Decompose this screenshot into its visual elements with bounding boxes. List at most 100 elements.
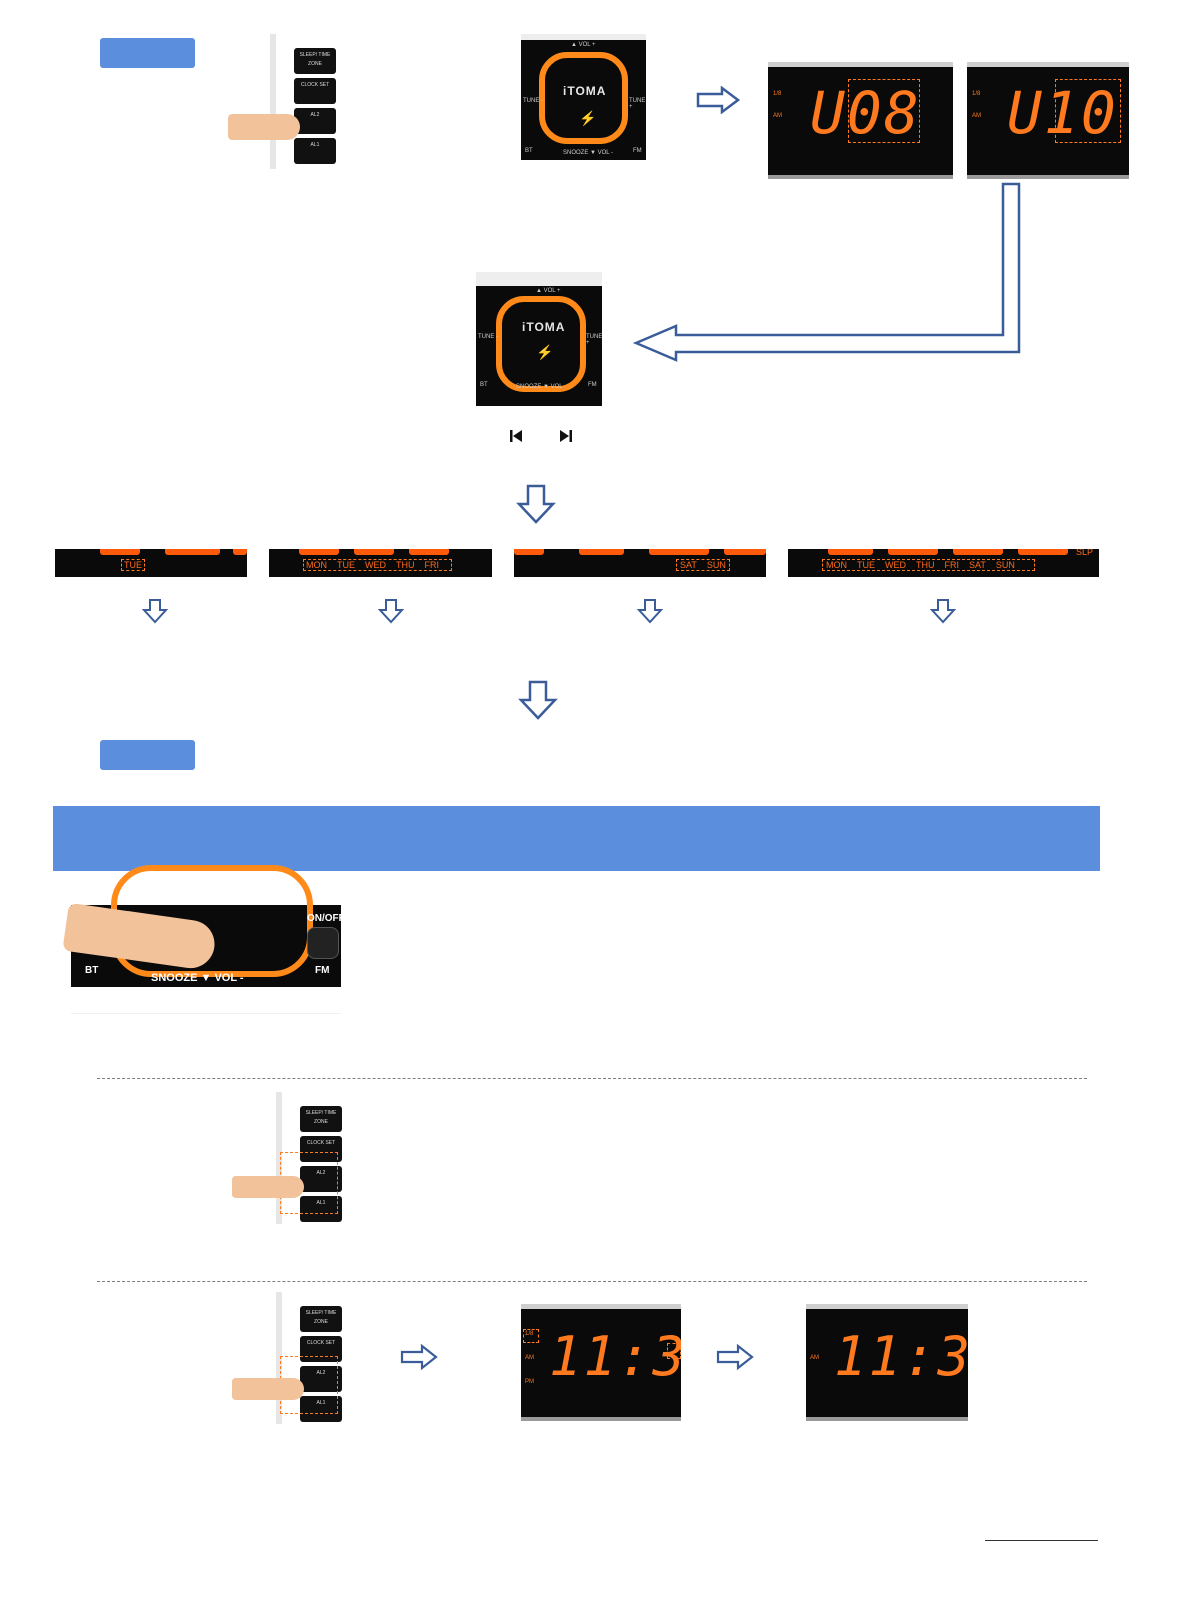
day-list: MON TUE WED THU FRI SAT SUN: [822, 559, 1035, 571]
volume-value-start: U08: [810, 79, 921, 147]
al2-button: AL2: [300, 1366, 342, 1392]
day-list: TUE: [121, 559, 247, 571]
down-arrow-small-4: [929, 598, 957, 624]
strip-dash: [953, 549, 1003, 555]
time-display-a: 1/8 AM PM 11:38: [521, 1304, 681, 1421]
front-panel-1: ▲ VOL + iTOMA ⚡ TUNE - TUNE + BT FM SNOO…: [521, 34, 646, 160]
snooze-label: SNOOZE ▼ VOL -: [563, 150, 614, 156]
indicator-am: AM: [525, 1355, 534, 1361]
finger-hand: [228, 114, 300, 140]
sleep-timezone-button: SLEEP/ TIME ZONE: [300, 1306, 342, 1332]
strip-dash: [888, 549, 938, 555]
indicator-am: AM: [972, 113, 981, 119]
strip-dash: [724, 549, 766, 555]
display-top-bar: [1013, 62, 1083, 67]
fm-label: FM: [315, 965, 330, 976]
indicator-1-8: 1/8: [525, 1331, 534, 1337]
day-list: SAT SUN: [676, 559, 730, 571]
indicator-1-8: 1/8: [773, 91, 782, 97]
al1-button: AL1: [294, 138, 336, 164]
display-top-bar: [826, 62, 896, 67]
fm-round-button: [307, 927, 339, 959]
strip-dash: [354, 549, 394, 555]
section-header-bar: [53, 806, 1100, 871]
volume-value-end: U10: [1007, 79, 1118, 147]
day-strip-everyday: SLP MON TUE WED THU FRI SAT SUN: [788, 549, 1099, 577]
vol-up-label: ▲ VOL +: [571, 42, 596, 48]
day-label: THU: [916, 560, 935, 570]
right-arrow-1: [696, 86, 740, 114]
strip-dash: [409, 549, 449, 555]
down-arrow-small-3: [636, 598, 664, 624]
time-display-b: AM 11:38: [806, 1304, 968, 1421]
strip-dash: [514, 549, 544, 555]
al2-button: AL2: [294, 108, 336, 134]
day-label: TUE: [337, 560, 355, 570]
indicator-pm: PM: [525, 1379, 534, 1385]
sleep-indicator: SLP: [1075, 549, 1093, 557]
al1-button: AL1: [300, 1196, 342, 1222]
day-label: SAT: [969, 560, 986, 570]
photo-underline: [71, 1013, 341, 1014]
bt-label: BT: [85, 965, 99, 976]
highlight-box: [1055, 79, 1121, 143]
snooze-photo: ON/OFF BT FM SNOOZE ▼ VOL -: [62, 865, 345, 987]
indicator-am: AM: [810, 1355, 819, 1361]
day-label: WED: [365, 560, 386, 570]
side-buttons-photo-3: SLEEP/ TIME ZONE CLOCK SET AL2 AL1: [232, 1292, 344, 1424]
day-list: MON TUE WED THU FRI: [303, 559, 452, 571]
down-arrow-small-2: [377, 598, 405, 624]
strip-dash: [1018, 549, 1068, 555]
right-arrow-3: [716, 1344, 754, 1370]
strip-dash: [828, 549, 873, 555]
day-label: FRI: [424, 560, 440, 570]
brand-logo: iTOMA: [563, 84, 607, 98]
day-label: SAT: [680, 560, 697, 570]
al2-button: AL2: [300, 1166, 342, 1192]
right-arrow-2: [400, 1344, 438, 1370]
day-label: THU: [396, 560, 415, 570]
indicator-am: AM: [773, 113, 782, 119]
prev-track-icon: [509, 429, 523, 448]
finger-hand: [232, 1378, 304, 1400]
elbow-arrow: [630, 180, 1030, 370]
strip-dash: [649, 549, 709, 555]
bt-label: BT: [480, 382, 488, 388]
footer-line: [985, 1540, 1098, 1541]
step-tab-1: [100, 38, 195, 68]
finger-hand: [232, 1176, 304, 1198]
highlight-box: [667, 1343, 681, 1359]
day-label: FRI: [944, 560, 960, 570]
on-off-label: ON/OFF: [307, 913, 345, 924]
day-label: SUN: [995, 560, 1015, 570]
fm-label: FM: [588, 382, 597, 388]
tune-minus-label: TUNE -: [523, 98, 543, 104]
sleep-timezone-button: SLEEP/ TIME ZONE: [300, 1106, 342, 1132]
day-strip-single: TUE: [55, 549, 247, 577]
strip-dash: [100, 549, 140, 555]
day-label: MON: [306, 560, 327, 570]
dashed-separator-2: [97, 1281, 1087, 1282]
bt-label: BT: [525, 148, 533, 154]
snooze-label: SNOOZE ▼ VOL -: [516, 384, 567, 390]
highlight-box: [523, 1329, 539, 1343]
display-top-bar: [566, 1304, 636, 1309]
sleep-timezone-button: SLEEP/ TIME ZONE: [294, 48, 336, 74]
brand-logo: iTOMA: [522, 320, 566, 334]
day-strip-weekend: SAT SUN: [514, 549, 766, 577]
day-label: WED: [885, 560, 906, 570]
down-arrow-2: [518, 680, 558, 720]
dashed-separator-1: [97, 1078, 1087, 1079]
tune-plus-label: TUNE +: [586, 334, 603, 346]
strip-dash: [165, 549, 220, 555]
strip-dash: [299, 549, 339, 555]
clock-set-button: CLOCK SET: [294, 78, 336, 104]
fm-label: FM: [633, 148, 642, 154]
step-tab-2: [100, 740, 195, 770]
lightning-icon: ⚡: [579, 110, 597, 126]
volume-display-end: 1/8 AM U10: [967, 62, 1129, 179]
strip-dash: [233, 549, 247, 555]
orange-ring: [539, 52, 628, 144]
tune-minus-label: TUNE -: [478, 334, 498, 340]
